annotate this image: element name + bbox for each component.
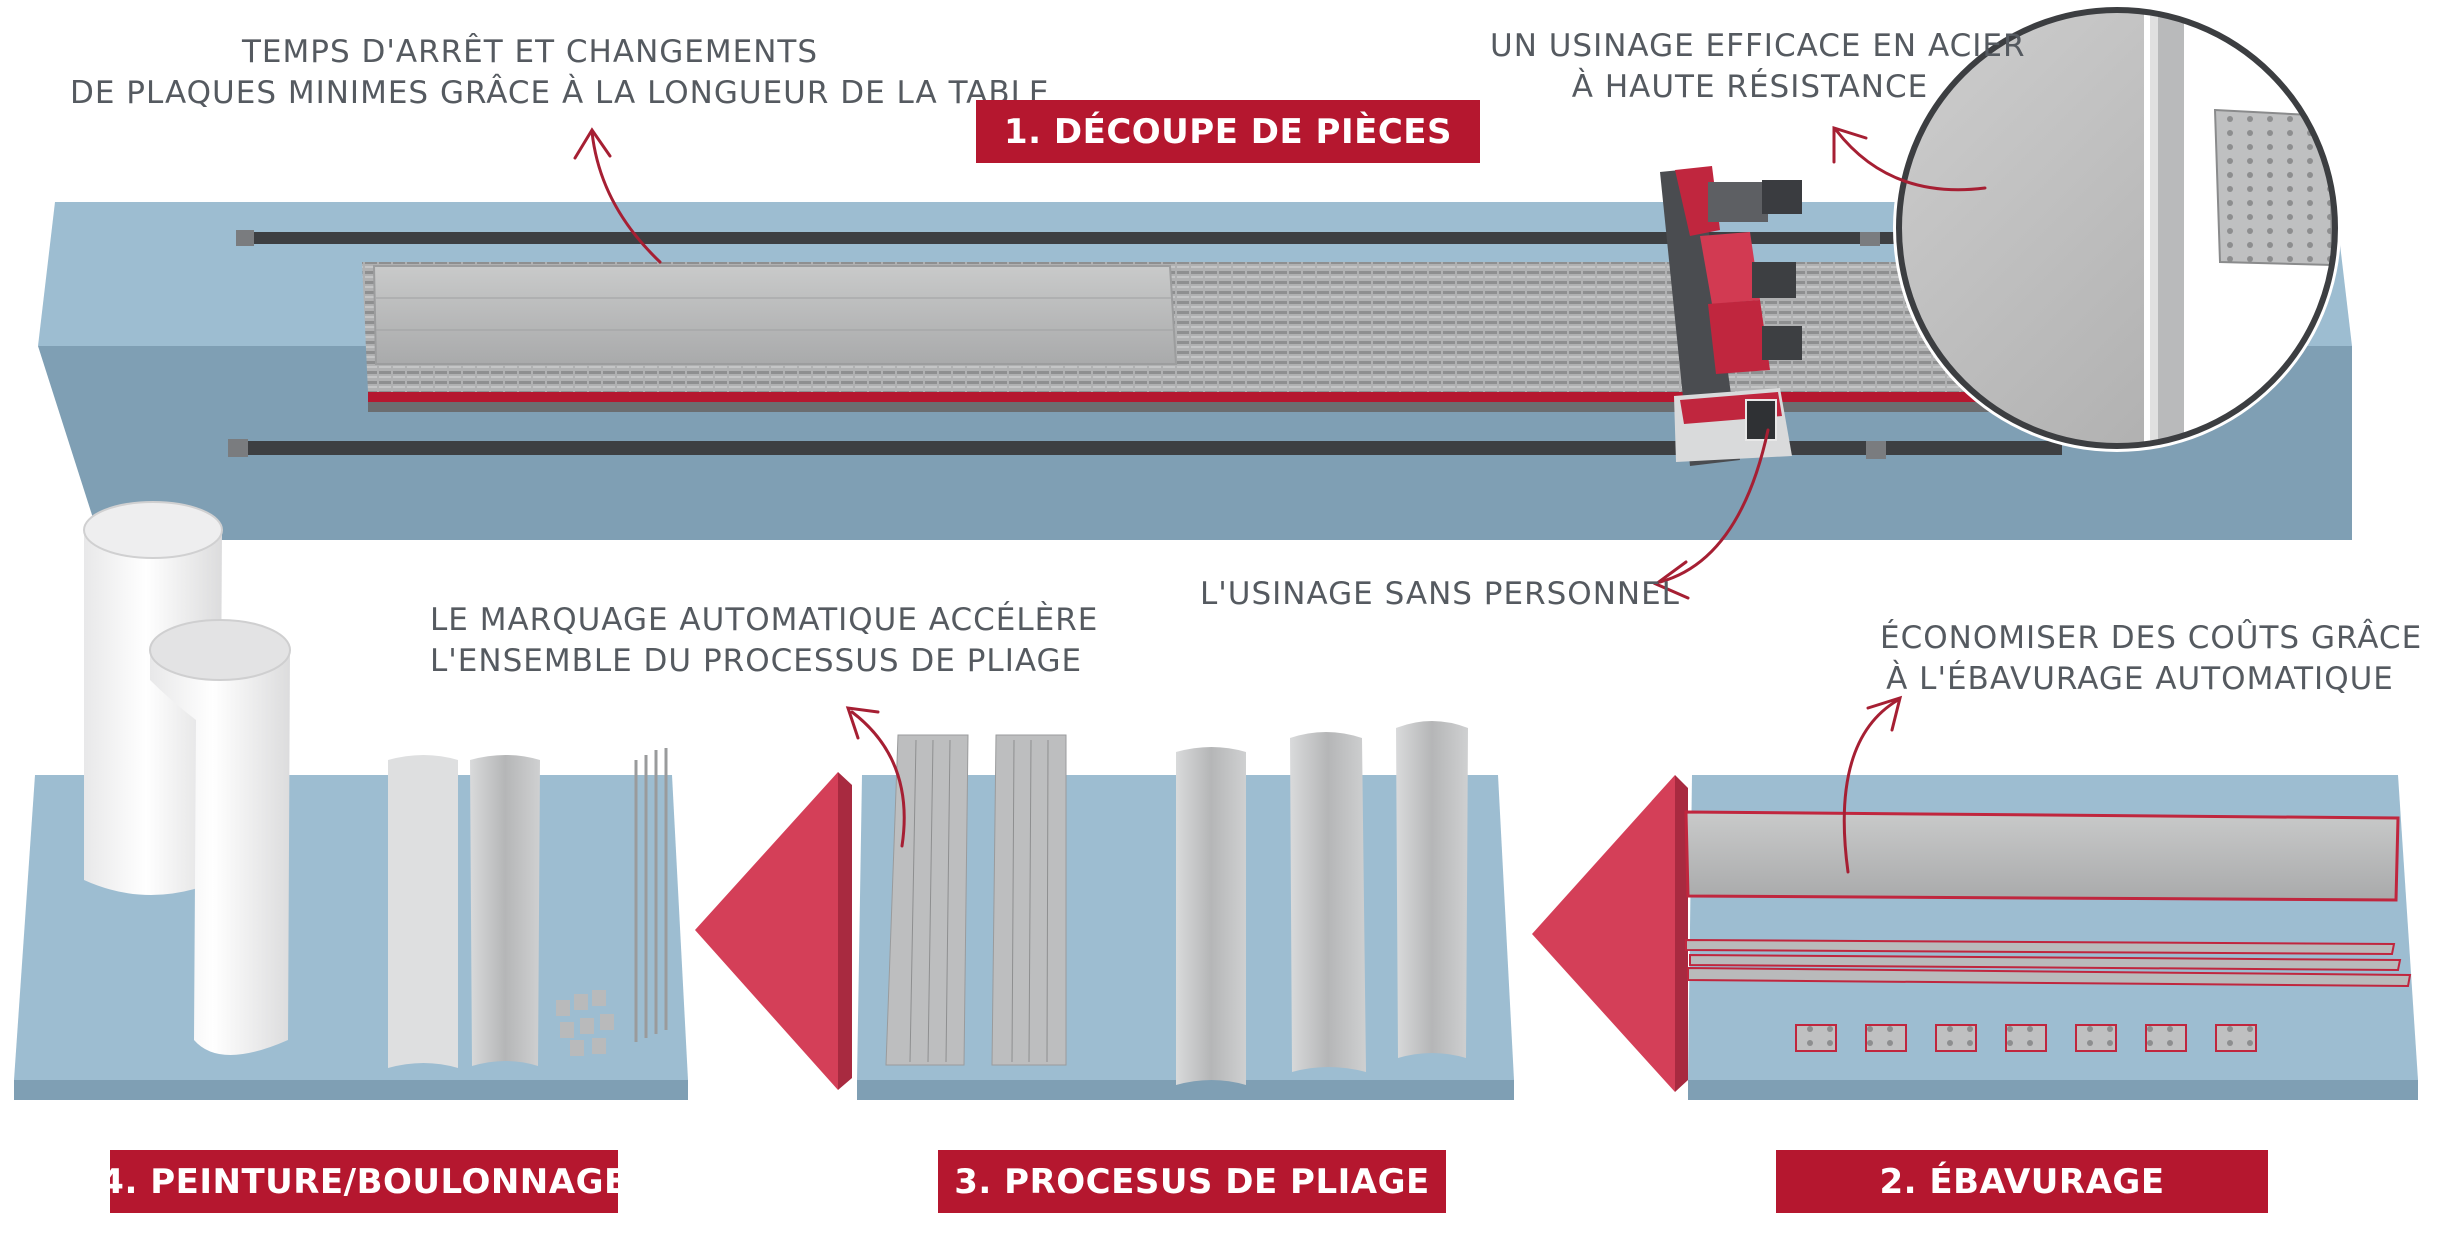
bolts-and-plates [556, 748, 668, 1056]
step-4-label: 4. PEINTURE/BOULONNAGE [100, 1150, 627, 1213]
arrow-deburring [1842, 698, 1900, 874]
arrow-unmanned [1658, 428, 1770, 584]
callout-deburring: ÉCONOMISER DES COÛTS GRÂCE À L'ÉBAVURAGE… [1880, 618, 2423, 700]
callout-line: TEMPS D'ARRÊT ET CHANGEMENTS [241, 34, 819, 70]
arrow-marking [850, 710, 906, 848]
callout-marking: LE MARQUAGE AUTOMATIQUE ACCÉLÈRE L'ENSEM… [430, 600, 1099, 682]
painted-cylinders [83, 501, 291, 1055]
callout-high-strength: UN USINAGE EFFICACE EN ACIER À HAUTE RÉS… [1490, 26, 2026, 108]
arrow-table-length-head [573, 127, 612, 160]
arrow-high-strength [1834, 128, 1987, 192]
gantry-machine [1660, 166, 1802, 466]
machine-rails [228, 230, 2062, 459]
process-arrow-right [1532, 775, 1688, 1092]
step-1-label: 1. DÉCOUPE DE PIÈCES [976, 100, 1480, 163]
callout-line: UN USINAGE EFFICACE EN ACIER [1490, 28, 2026, 64]
callout-line: À HAUTE RÉSISTANCE [1571, 69, 1929, 106]
deburred-parts [1684, 810, 2412, 1052]
painted-shells [388, 755, 540, 1068]
callout-unmanned: L'USINAGE SANS PERSONNEL [1200, 574, 1680, 615]
arrow-unmanned-head [1653, 560, 1690, 600]
process-arrow-left [695, 772, 852, 1090]
callout-line: L'ENSEMBLE DU PROCESSUS DE PLIAGE [430, 643, 1083, 680]
step-3-label: 3. PROCESUS DE PLIAGE [938, 1150, 1446, 1213]
arrow-high-strength-head [1832, 125, 1868, 164]
callout-line: DE PLAQUES MINIMES GRÂCE À LA LONGUEUR D… [70, 75, 1050, 112]
arrow-deburring-head [1866, 695, 1903, 732]
callout-line: ÉCONOMISER DES COÛTS GRÂCE [1880, 620, 2423, 656]
callout-line: LE MARQUAGE AUTOMATIQUE ACCÉLÈRE [430, 602, 1099, 638]
callout-line: L'USINAGE SANS PERSONNEL [1200, 576, 1680, 612]
callout-line: À L'ÉBAVURAGE AUTOMATIQUE [1886, 661, 2394, 698]
callout-arrows [573, 125, 1987, 874]
arrow-marking-head [845, 706, 880, 740]
step-2-label: 2. ÉBAVURAGE [1776, 1150, 2268, 1213]
bent-panels [885, 721, 1468, 1085]
callout-table-length: TEMPS D'ARRÊT ET CHANGEMENTS DE PLAQUES … [70, 32, 1050, 114]
arrow-table-length [590, 130, 662, 264]
cutting-table [362, 262, 2052, 412]
